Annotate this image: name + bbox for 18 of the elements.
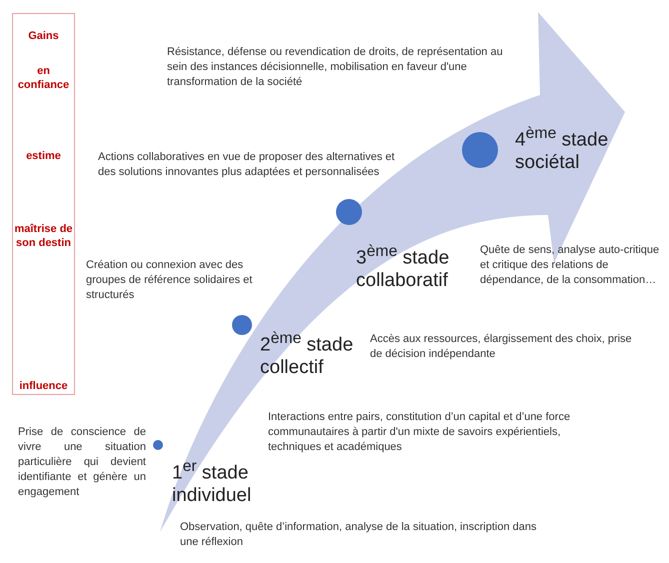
gains-panel: [12, 13, 75, 395]
description-text: Quête de sens, analyse auto-critique et critique des relations de dépendance, de la consommation…: [480, 243, 660, 288]
description-text: Interactions entre pairs, constitution d’un capital et d’une force communautaires à partir d'un mixte de savoirs expérientiels, techniques et académiques: [268, 410, 572, 455]
gain-label: Gains: [27, 29, 60, 43]
description-text: Observation, quête d’information, analyse de la situation, inscription dans une réflexion: [180, 520, 538, 550]
stage-label: 4$^{ème}$ stade sociétal: [515, 124, 610, 174]
gain-label: maîtrise de son destin: [13, 222, 74, 250]
description-text: Actions collaboratives en vue de proposer des alternatives et des solutions innovantes plus adaptées et personnalisées: [98, 150, 396, 180]
description-text: Résistance, défense ou revendication de droits, de représentation au sein des instances décisionnelle, mobilisation en faveur d'une transformation de la société: [167, 45, 504, 90]
gain-label: influence: [18, 379, 69, 393]
stage-label: 1$^{er}$ stade individuel: [172, 457, 252, 508]
stage-label: 3$^{ème}$ stade collaboratif: [356, 242, 450, 292]
description-text: Création ou connexion avec des groupes de référence solidaires et structurés: [86, 258, 254, 303]
description-text: Accès aux ressources, élargissement des choix, prise de décision indépendante: [370, 332, 633, 362]
stage-label: 2$^{ème}$ stade collectif: [260, 329, 354, 380]
gain-label: en confiance: [16, 64, 70, 92]
gain-label: estime: [25, 149, 62, 163]
description-text: Prise de conscience de vivre une situation particulière qui devient identifiante et génère un engagement: [18, 425, 146, 500]
